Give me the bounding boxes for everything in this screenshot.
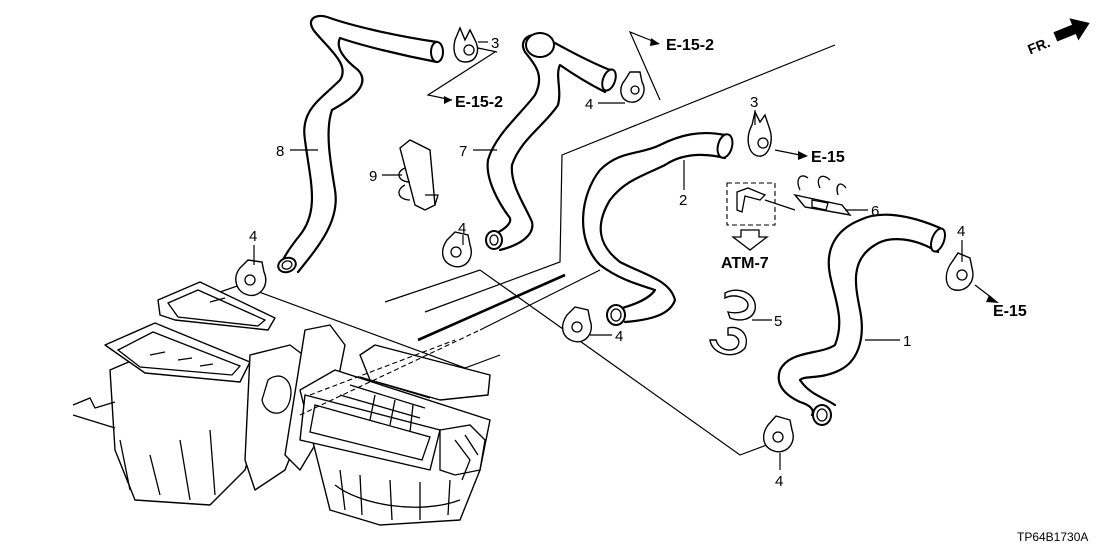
ref-e15-clamp3[interactable]: E-15 <box>811 149 845 166</box>
part-number-9[interactable]: 9 <box>369 168 377 185</box>
part-number-3-top[interactable]: 3 <box>491 35 499 52</box>
ref-e15-clamp4[interactable]: E-15 <box>993 303 1027 320</box>
part-number-4-center[interactable]: 4 <box>458 220 466 237</box>
fr-label: FR. <box>1025 34 1052 57</box>
part-number-4-center-lower[interactable]: 4 <box>615 328 623 345</box>
diagram-code: TP64B1730A <box>1017 530 1088 544</box>
clamp-4-top-center[interactable] <box>620 71 645 103</box>
part-number-2[interactable]: 2 <box>679 192 687 209</box>
arrowhead <box>798 151 808 160</box>
clip-6[interactable] <box>793 175 852 217</box>
clamp-4-bottom[interactable] <box>762 415 794 453</box>
routing-line-lower <box>479 269 601 331</box>
e15-2-leader-left <box>477 47 498 53</box>
clamp-4-center[interactable] <box>441 231 472 268</box>
ref-atm7[interactable]: ATM-7 <box>721 255 769 272</box>
clamp-4-right[interactable] <box>945 252 974 291</box>
clamp-4-center-lower[interactable] <box>561 306 592 343</box>
routing-line-mid <box>424 44 836 313</box>
hose-2[interactable] <box>581 131 735 326</box>
clip-9[interactable] <box>398 139 439 211</box>
part-number-7[interactable]: 7 <box>459 143 467 160</box>
part-number-4-right[interactable]: 4 <box>957 223 965 240</box>
routing-line-center <box>384 269 781 456</box>
atm7-bracket[interactable] <box>726 182 796 251</box>
part-number-6[interactable]: 6 <box>871 203 879 220</box>
fr-arrow-icon <box>1053 18 1090 42</box>
arrowhead <box>444 96 452 104</box>
arrowhead <box>986 295 999 303</box>
clamp-3-right[interactable] <box>747 109 772 157</box>
part-number-4-left[interactable]: 4 <box>249 228 257 245</box>
clip-5[interactable] <box>709 289 756 356</box>
hose-1[interactable] <box>777 213 948 426</box>
ref-e15-2-right[interactable]: E-15-2 <box>666 37 714 54</box>
part-number-4-top[interactable]: 4 <box>585 96 593 113</box>
routing-line-left <box>219 284 501 369</box>
part-number-5[interactable]: 5 <box>774 313 782 330</box>
part-number-4-bottom[interactable]: 4 <box>775 473 783 490</box>
clamp-4-left[interactable] <box>235 259 267 297</box>
heater-unit-assembly[interactable] <box>72 281 491 526</box>
part-number-1[interactable]: 1 <box>903 333 911 350</box>
part-number-8[interactable]: 8 <box>276 143 284 160</box>
hose-7[interactable] <box>485 32 618 252</box>
clamp-3-top[interactable] <box>453 26 479 63</box>
part-number-3-right[interactable]: 3 <box>750 94 758 111</box>
e15-arrow-clamp3 <box>774 149 801 156</box>
front-direction-indicator: FR. <box>1025 18 1090 57</box>
arrowhead <box>650 38 660 46</box>
e15-2-arrow-right <box>628 30 661 101</box>
bulkhead-line <box>417 273 566 342</box>
hose-8[interactable] <box>276 14 444 275</box>
ref-e15-2-left[interactable]: E-15-2 <box>455 94 503 111</box>
